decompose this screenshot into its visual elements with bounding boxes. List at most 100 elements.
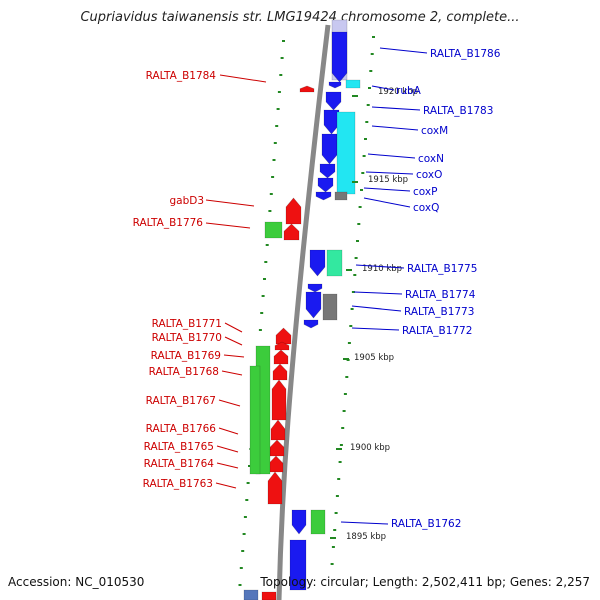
label-leader (371, 85, 395, 91)
tick-mark (350, 308, 354, 310)
gene-label: RALTA_B1764 (144, 458, 215, 470)
scale-tick (352, 181, 358, 183)
label-leader (353, 291, 403, 295)
tick-mark (334, 512, 338, 514)
gene-feature (305, 291, 322, 319)
tick-mark (342, 410, 346, 412)
scale-label: 1895 kbp (346, 532, 386, 542)
tick-mark (333, 529, 337, 531)
gene-feature (272, 363, 288, 381)
tick-mark (358, 206, 362, 208)
gene-label: RALTA_B1786 (430, 48, 501, 60)
scale-label: 1905 kbp (354, 353, 394, 363)
tick-mark (245, 499, 249, 501)
gene-label: RALTA_B1772 (402, 325, 472, 337)
gene-label: RALTA_B1770 (152, 332, 222, 344)
label-leader (223, 354, 245, 358)
label-leader (218, 427, 239, 435)
gene-feature (303, 319, 319, 329)
scale-label: 1910 kbp (362, 264, 402, 274)
gene-label: RALTA_B1773 (404, 306, 474, 318)
gene-feature (319, 163, 336, 179)
gene-feature (285, 197, 302, 225)
tick-mark (368, 87, 371, 89)
gene-label: RALTA_B1775 (407, 263, 477, 275)
label-leader (224, 322, 243, 333)
gene-label: RALTA_B1776 (133, 217, 204, 229)
tick-mark (261, 295, 265, 297)
map-title: Cupriavidus taiwanensis str. LMG19424 ch… (80, 10, 520, 25)
tick-mark (268, 210, 272, 212)
gene-feature (291, 509, 307, 535)
tick-mark (264, 261, 268, 263)
label-leader (355, 264, 405, 269)
tick-mark (241, 550, 245, 552)
tick-mark (343, 393, 347, 395)
gene-feature (267, 471, 283, 505)
gene-feature (309, 249, 326, 277)
tick-mark (351, 291, 355, 293)
gene-label: RALTA_B1783 (423, 105, 493, 117)
gene-feature (261, 591, 277, 600)
tick-mark (331, 546, 335, 548)
tick-mark (366, 104, 370, 106)
gene-label: coxQ (413, 202, 439, 214)
tick-mark (345, 376, 349, 378)
gene-feature (321, 133, 338, 165)
gene-feature (325, 91, 342, 111)
gene-feature (283, 223, 300, 241)
tick-mark (272, 159, 276, 161)
topology-text: Topology: circular; Length: 2,502,411 bp… (260, 575, 590, 589)
scale-tick (352, 95, 358, 97)
gene-label: RALTA_B1765 (144, 441, 214, 453)
gene-feature (249, 365, 261, 475)
scale-tick (330, 537, 336, 539)
gene-feature (275, 327, 292, 345)
label-leader (221, 370, 243, 376)
label-leader (224, 336, 243, 346)
gene-feature (345, 79, 361, 89)
gene-feature (336, 111, 356, 195)
tick-mark (273, 142, 277, 144)
tick-mark (271, 176, 275, 178)
tick-mark (277, 91, 281, 93)
label-leader (363, 197, 411, 208)
scale-tick (343, 358, 349, 360)
gene-label: gabD3 (169, 195, 204, 207)
tick-mark (275, 125, 279, 127)
gene-feature (328, 81, 342, 89)
scale-tick (336, 448, 342, 450)
label-leader (363, 187, 411, 192)
label-leader (365, 171, 414, 175)
gene-label: coxM (421, 125, 448, 137)
gene-feature (326, 249, 343, 277)
tick-mark (280, 57, 284, 59)
tick-mark (265, 244, 269, 246)
gene-feature (273, 349, 289, 365)
tick-mark (330, 563, 334, 565)
scale-label: 1915 kbp (368, 175, 408, 185)
tick-mark (354, 257, 358, 259)
label-leader (218, 399, 241, 407)
gene-label: coxP (413, 186, 437, 198)
accession-text: Accession: NC_010530 (8, 575, 145, 589)
gene-label: RALTA_B1767 (146, 395, 216, 407)
tick-mark (243, 516, 247, 518)
tick-mark (248, 465, 251, 467)
tick-mark (353, 274, 357, 276)
label-leader (351, 327, 400, 331)
tick-mark (357, 223, 361, 225)
label-leader (215, 482, 237, 489)
gene-feature (243, 589, 259, 600)
gene-feature (310, 509, 326, 535)
label-leader (367, 153, 416, 159)
label-leader (205, 222, 251, 229)
scale-tick (346, 269, 352, 271)
gene-feature (334, 191, 348, 201)
gene-feature (270, 419, 286, 441)
gene-feature (315, 191, 332, 201)
gene-label: RALTA_B1763 (143, 478, 213, 490)
genes-layer (243, 19, 361, 600)
tick-mark (337, 478, 341, 480)
